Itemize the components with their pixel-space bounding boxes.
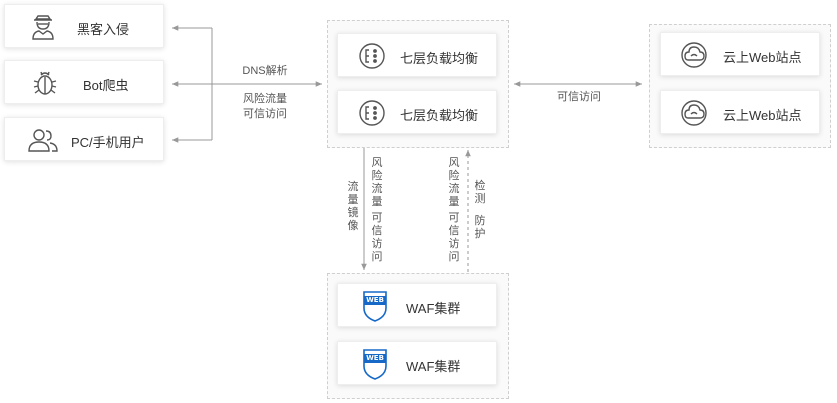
waf-web-icon (362, 348, 388, 380)
users-icon (27, 127, 59, 153)
waf-badge-text: WEB (366, 354, 384, 362)
slb-label: 七层负载均衡 (400, 51, 479, 66)
edge-label-risk: 风险流量 (243, 93, 287, 105)
cloud-icon (679, 99, 709, 127)
edge-label-down-risk: 风险流量 (371, 157, 383, 208)
source-label: 黑客入侵 (77, 22, 130, 37)
source-label: Bot爬虫 (83, 78, 129, 93)
web-node[interactable]: 云上Web站点 (660, 90, 820, 134)
edge-label-mirror: 流量镜像 (347, 181, 359, 232)
web-label: 云上Web站点 (723, 108, 802, 123)
edge-label-dns: DNS解析 (242, 65, 288, 77)
web-node[interactable]: 云上Web站点 (660, 32, 820, 76)
edge-label-up-trusted: 可信访问 (448, 212, 460, 263)
waf-web-icon (362, 290, 388, 322)
waf-node[interactable]: WEB WAF集群 (337, 341, 497, 385)
edge-label-up-risk: 风险流量 (448, 157, 460, 208)
edge-label-trusted: 可信访问 (243, 108, 287, 120)
slb-label: 七层负载均衡 (400, 108, 479, 123)
source-hacker[interactable]: 黑客入侵 (4, 4, 164, 48)
source-users[interactable]: PC/手机用户 (4, 117, 164, 161)
edge-label-down-trusted: 可信访问 (371, 212, 383, 263)
source-label: PC/手机用户 (71, 135, 145, 150)
waf-badge-text: WEB (366, 296, 384, 304)
waf-label: WAF集群 (406, 359, 461, 374)
edge-label-protect: 防护 (474, 215, 486, 240)
waf-node[interactable]: WEB WAF集群 (337, 283, 497, 327)
load-balancer-icon (358, 99, 386, 127)
web-label: 云上Web站点 (723, 50, 802, 65)
hacker-icon (29, 14, 57, 40)
slb-node[interactable]: 七层负载均衡 (337, 33, 497, 77)
source-bot[interactable]: Bot爬虫 (4, 60, 164, 104)
load-balancer-icon (358, 42, 386, 70)
edge-label-detect: 检测 (474, 180, 486, 205)
bug-icon (31, 69, 59, 97)
waf-label: WAF集群 (406, 301, 461, 316)
edge-label-trusted-web: 可信访问 (557, 91, 601, 103)
cloud-icon (679, 41, 709, 69)
slb-node[interactable]: 七层负载均衡 (337, 90, 497, 134)
